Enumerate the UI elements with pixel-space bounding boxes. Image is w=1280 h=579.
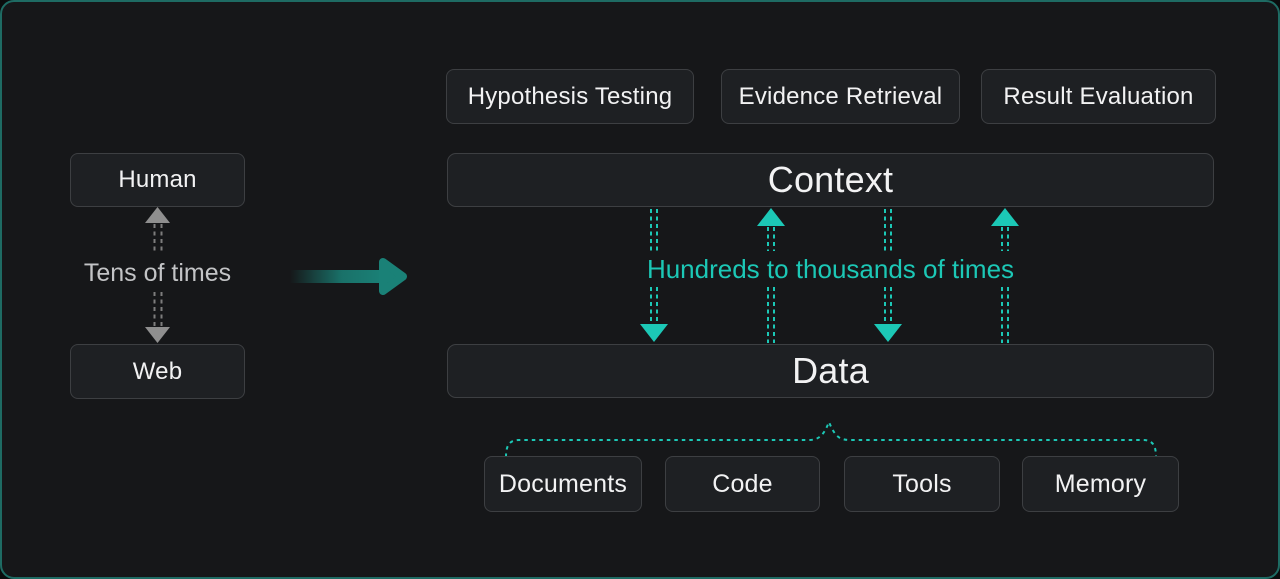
evidence-retrieval-box: Evidence Retrieval	[721, 69, 960, 124]
teal-up-arrowhead-icon	[757, 208, 785, 226]
human-box: Human	[70, 153, 245, 207]
teal-down-arrowhead-icon	[874, 324, 902, 342]
hundreds-to-thousands-label: Hundreds to thousands of times	[646, 254, 1015, 284]
gray-up-arrowhead-icon	[145, 207, 170, 223]
documents-box: Documents	[484, 456, 642, 512]
context-box: Context	[447, 153, 1214, 207]
data-box: Data	[447, 344, 1214, 398]
data-sources-brace-icon	[505, 419, 1157, 458]
teal-up-arrowhead-icon	[991, 208, 1019, 226]
web-box: Web	[70, 344, 245, 399]
teal-down-arrowhead-icon	[640, 324, 668, 342]
gray-down-arrowhead-icon	[145, 327, 170, 343]
tens-of-times-label: Tens of times	[83, 259, 232, 287]
result-evaluation-box: Result Evaluation	[981, 69, 1216, 124]
memory-box: Memory	[1022, 456, 1179, 512]
hypothesis-testing-box: Hypothesis Testing	[446, 69, 694, 124]
tools-box: Tools	[844, 456, 1000, 512]
flow-arrow-icon	[290, 258, 407, 295]
code-box: Code	[665, 456, 820, 512]
